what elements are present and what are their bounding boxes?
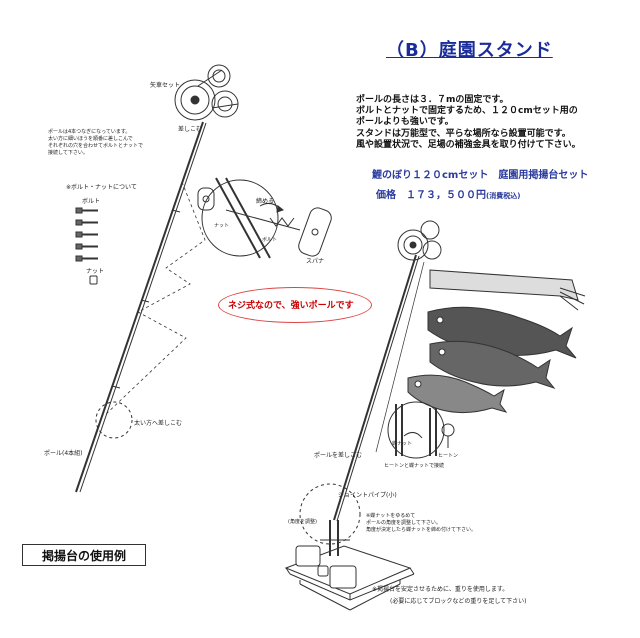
set-name: 鯉のぼり１２０cmセット 庭園用掲揚台セット xyxy=(372,170,589,181)
stand-base xyxy=(284,520,415,611)
pole-4-label: ポール(4本組) xyxy=(44,450,83,457)
heaton-label: ヒートン xyxy=(438,453,459,459)
spanner-label: スパナ xyxy=(306,258,325,265)
callout-oval xyxy=(218,287,372,323)
left-pole-assembly xyxy=(75,121,207,493)
description-line-5: 風や設置状況で、足場の補強金具を取り付けて下さい。 xyxy=(356,140,581,150)
nut-small-label: ナット xyxy=(214,223,230,229)
weight-note: ※掲揚台を安定させるために、重りを使用します。 xyxy=(372,586,509,593)
left-pinwheel xyxy=(174,64,239,121)
callout-text: ネジ式なので、強いポールです xyxy=(228,301,354,311)
bolt-detail xyxy=(197,177,332,259)
pole-note-1: ポールは4本つなぎになっています。 xyxy=(48,129,131,135)
usage-label: 掲揚台の使用例 xyxy=(22,544,146,566)
right-pinwheel xyxy=(397,220,442,261)
description-line-2: ボルトとナットで固定するため、１２０cmセット用の xyxy=(356,106,578,116)
arrow-set-label: 矢車セット xyxy=(150,82,181,89)
weight-note-2: (必要に応じてブロックなどの重りを足して下さい) xyxy=(390,598,527,605)
joint-pipe-label: ジョイントパイプ(小) xyxy=(338,492,397,499)
insert-thick-label: 太い方へ差しこむ xyxy=(134,420,183,427)
nut-loosen-1: ※蝶ナットをゆるめて xyxy=(366,513,416,519)
carp-red xyxy=(429,340,556,390)
nut-label: ナット xyxy=(86,268,105,275)
price-tax: (消費税込) xyxy=(486,192,521,200)
page-title: （B）庭園スタンド xyxy=(386,40,553,61)
bolt-list xyxy=(75,207,98,285)
insert-label: 差しこむ xyxy=(178,126,203,133)
description-line-3: ポールよりも強いです。 xyxy=(356,117,454,127)
pole-note-4: 接続して下さい。 xyxy=(48,150,88,156)
pole-note-2: 太い方に細いほうを順番に差しこんで xyxy=(48,136,133,142)
bolt-nut-heading: ※ボルト・ナットについて xyxy=(66,184,137,191)
bolt-small-label: ボルト xyxy=(262,237,278,243)
nut-loosen-2: ポールの角度を調整して下さい。 xyxy=(366,520,441,526)
insert-pole-label: ポールを差しこむ xyxy=(314,452,363,459)
joint-detail xyxy=(387,401,455,459)
description-line-1: ポールの長さは３．７mの固定です。 xyxy=(356,95,509,105)
streamer xyxy=(429,269,586,311)
tighten-label: 締める xyxy=(256,198,275,205)
nut-loosen-3: 角度が決定したら蝶ナットを締め付けて下さい。 xyxy=(366,527,477,533)
joint-note-label: ヒートンと蝶ナットで接続 xyxy=(384,463,445,469)
angle-adjust-label: (角度を調整) xyxy=(288,519,317,525)
nut-note-label: 蝶ナット xyxy=(392,441,413,447)
pole-note-3: それぞれの穴を合わせてボルトとナットで xyxy=(48,143,144,149)
bolt-label: ボルト xyxy=(82,198,101,205)
price: 価格 １７３，５００円(消費税込) xyxy=(376,186,520,201)
angle-detail xyxy=(299,483,361,545)
price-value: 価格 １７３，５００円 xyxy=(376,190,486,201)
right-pole-assembly xyxy=(333,254,425,522)
description-line-4: スタンドは万能型で、平らな場所なら設置可能です。 xyxy=(356,129,571,139)
